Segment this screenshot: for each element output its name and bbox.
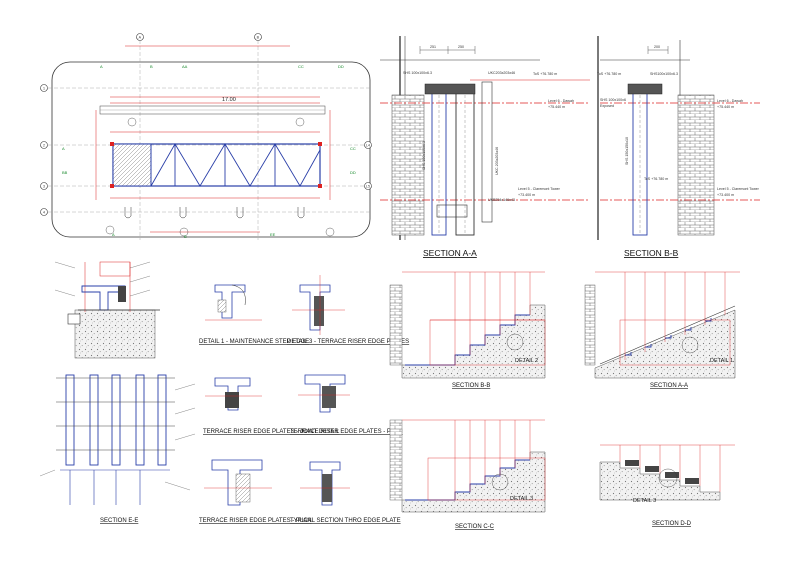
detail-typical: TYPICAL SECTION THRO EDGE PLATE — [290, 461, 401, 524]
aa-uc-vert-label: UKC 203x203x46 — [495, 147, 499, 175]
aa-ub-label: UKB254x146x43 — [488, 198, 515, 202]
stair-section-cc: DETAIL 3 SECTION C-C — [389, 419, 546, 530]
section-bb-title: SECTION B-B — [624, 248, 679, 258]
aa-level6-label: Level 6 - Dawah — [548, 99, 574, 103]
aa-dim-right: 250 — [458, 45, 464, 49]
svg-text:CC: CC — [350, 146, 356, 151]
svg-text:A: A — [62, 146, 65, 151]
svg-text:A: A — [112, 232, 115, 237]
svg-text:BB: BB — [62, 170, 68, 175]
aa-level5-value: +73.400 m — [518, 193, 535, 197]
bb-level5-value: +73.400 m — [717, 193, 734, 197]
svg-text:DD: DD — [350, 170, 356, 175]
stair-section-aa: DETAIL 1 SECTION A-A — [584, 271, 740, 389]
svg-text:B: B — [150, 64, 153, 69]
section-ee: SECTION E-E — [39, 369, 196, 524]
grid-label-b: B — [257, 36, 260, 40]
grid-label-2: 2 — [43, 144, 45, 148]
detail-joint: TERRACE RISER EDGE PLATES - JOINT DETAIL — [203, 377, 340, 435]
stair-section-aa-title: SECTION A-A — [650, 383, 688, 389]
plan-outline — [51, 61, 371, 238]
bb-level5-label: Level 5 - Claremont Tower — [717, 187, 760, 191]
detail-typical-caption: TYPICAL SECTION THRO EDGE PLATE — [290, 518, 401, 524]
stair-detail-3a-label: DETAIL 3 — [510, 496, 533, 502]
section-aa-title: SECTION A-A — [423, 248, 477, 258]
svg-text:EE: EE — [270, 232, 276, 237]
svg-text:B: B — [184, 234, 187, 239]
detail-terrace-caption: DETAIL 3 - TERRACE RISER EDGE PLATES — [287, 339, 409, 345]
bb-tos2-label: ToS +76.780 m — [644, 177, 668, 181]
stair-detail-2-label: DETAIL 2 — [515, 358, 538, 364]
svg-text:A: A — [100, 64, 103, 69]
detail-plan: TERRACE RISER EDGE PLATES - PLAN — [290, 374, 403, 435]
detail-joint-caption: TERRACE RISER EDGE PLATES - JOINT DETAIL — [203, 429, 340, 435]
detail-riser-caption: TERRACE RISER EDGE PLATES - PLAN — [199, 518, 312, 524]
stair-section-cc-title: SECTION C-C — [455, 524, 495, 530]
detail-terrace-riser: DETAIL 3 - TERRACE RISER EDGE PLATES — [287, 275, 409, 345]
aa-level5-label: Level 5 - Claremont Tower — [518, 187, 561, 191]
aa-col-label: SHS 100x100x6.3 — [422, 141, 426, 170]
detail-maintenance-step — [54, 261, 160, 359]
stair-section-dd-title: SECTION D-D — [652, 521, 692, 527]
bb-exposed-label: Exposed — [600, 104, 614, 108]
aa-level6-value: +75.440 m — [548, 105, 565, 109]
bb-level6-value: +75.440 m — [717, 105, 734, 109]
svg-text:CC: CC — [298, 64, 304, 69]
grid-label-l4: L4 — [366, 144, 370, 148]
detail-plan-caption: TERRACE RISER EDGE PLATES - PLAN — [290, 429, 403, 435]
section-ee-title: SECTION E-E — [100, 518, 138, 524]
bb-shs2-label: SHS 100x100x6 — [600, 98, 626, 102]
plan-view: A B 1 2 3 4 L4 L5 — [40, 33, 372, 240]
aa-tos-label: ToS +76.780 m — [533, 72, 557, 76]
stair-section-dd: DETAIL 3 SECTION D-D — [599, 444, 735, 527]
svg-text:AA: AA — [182, 64, 188, 69]
bb-dim: 200 — [654, 45, 660, 49]
stair-detail-3b-label: DETAIL 3 — [633, 498, 656, 504]
section-bb: 200 ToS +76.780 m SHS100x100x6.3 SHS 100… — [597, 36, 760, 258]
plan-dim-span: 17.00 — [222, 97, 236, 103]
bb-shs-label: SHS100x100x6.3 — [650, 72, 678, 76]
grid-label-1: 1 — [43, 87, 45, 91]
grid-label-4: 4 — [43, 211, 45, 215]
stair-detail-1-label: DETAIL 1 — [710, 358, 733, 364]
stair-section-bb: DETAIL 2 SECTION B-B — [389, 271, 546, 389]
detail-riser: TERRACE RISER EDGE PLATES - PLAN — [199, 459, 312, 524]
bb-tos-label: ToS +76.780 m — [597, 72, 621, 76]
detail-maint-caption: DETAIL 1 - MAINTENANCE STEP EDGE — [199, 339, 309, 345]
aa-shs-label: SHS 100x100x6.3 — [403, 71, 432, 75]
grid-label-a: A — [139, 36, 142, 40]
svg-text:DD: DD — [338, 64, 344, 69]
stair-section-bb-title: SECTION B-B — [452, 383, 490, 389]
grid-label-l5: L5 — [366, 185, 370, 189]
bb-col-label: SHS 150x150x10 — [625, 137, 629, 165]
bb-level6-label: Level 6 - Dawah — [717, 99, 743, 103]
section-aa: 251 250 SHS 100x100x6.3 UKC203x203x46 To… — [380, 36, 590, 258]
detail-maintenance-label-block: DETAIL 1 - MAINTENANCE STEP EDGE — [199, 275, 309, 345]
aa-dim-left: 251 — [430, 45, 436, 49]
aa-uc-label: UKC203x203x46 — [488, 71, 515, 75]
grid-label-3: 3 — [43, 185, 45, 189]
